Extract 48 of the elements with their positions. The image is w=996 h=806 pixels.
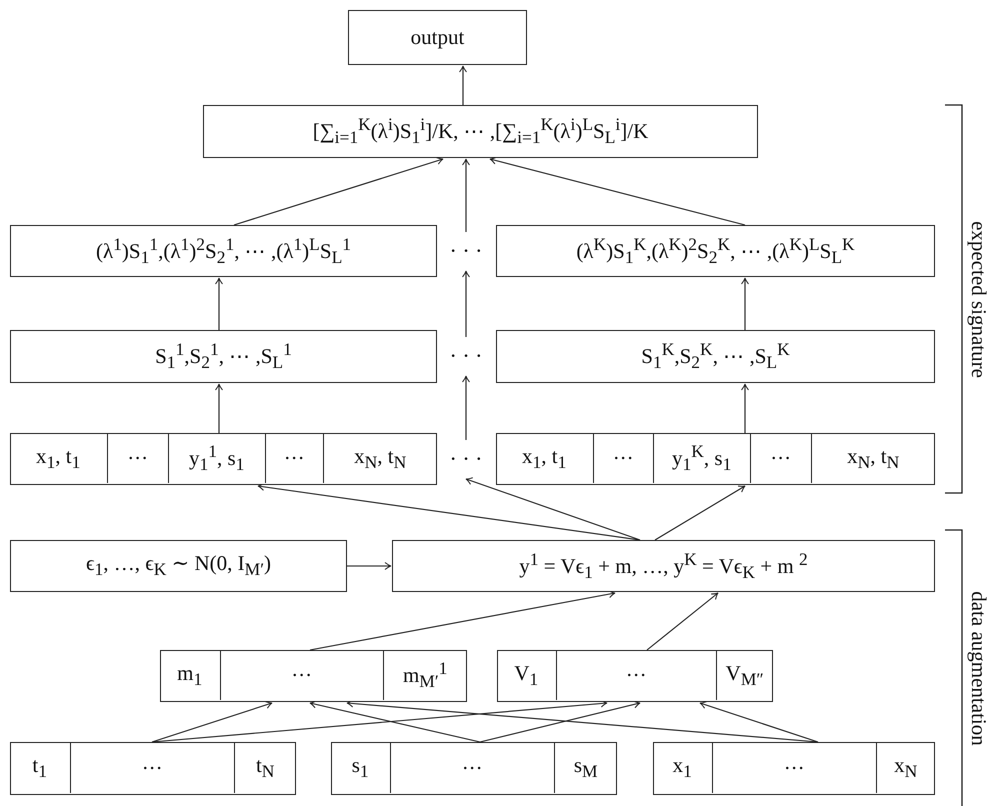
ellipsis: · · · bbox=[450, 344, 482, 368]
formula: x$_{1}$, t$_{1}$ bbox=[36, 444, 80, 472]
process-box bbox=[348, 10, 527, 65]
formula: x$_{N}$ bbox=[894, 754, 918, 782]
formula: ··· bbox=[127, 447, 148, 470]
sequence-box bbox=[10, 742, 296, 795]
formula: [∑$_{i=1}$$^{K}$(λ$^{i}$)S$_{1}$$^{i}$]/K, ⋯ ,[∑$_{i=1}$$^{K}$(λ$^{i}$)$^{L}$S$_{L}$$^{i}$]/K bbox=[312, 115, 648, 148]
formula: ··· bbox=[291, 664, 312, 688]
side-label: expected signature bbox=[965, 220, 990, 378]
formula: ··· bbox=[770, 447, 792, 470]
process-box bbox=[496, 330, 935, 383]
formula: t$_{N}$ bbox=[256, 754, 274, 782]
process-box bbox=[496, 225, 935, 277]
sequence-box bbox=[496, 433, 935, 485]
formula: V$_{M″}$ bbox=[726, 662, 764, 690]
formula: x$_{N}$, t$_{N}$ bbox=[847, 444, 900, 472]
formula: V$_{1}$ bbox=[514, 662, 538, 690]
process-box bbox=[10, 540, 347, 592]
formula: ··· bbox=[612, 447, 634, 470]
formula: ··· bbox=[626, 664, 647, 688]
formula: m$_{1}$ bbox=[177, 662, 202, 690]
formula: ϵ$_{1}$, …, ϵ$_{K}$ ∼ N(0, I$_{M′}$) bbox=[86, 552, 272, 580]
formula: ··· bbox=[284, 447, 305, 470]
formula: x$_{1}$ bbox=[672, 754, 692, 782]
side-label: data augmentation bbox=[965, 590, 990, 746]
process-box bbox=[10, 330, 437, 383]
process-box bbox=[203, 105, 758, 158]
sequence-box bbox=[497, 650, 773, 702]
formula: y$_{1}$$^{1}$, s$_{1}$ bbox=[188, 442, 244, 475]
formula: t$_{1}$ bbox=[32, 754, 47, 782]
sequence-box bbox=[10, 433, 437, 485]
formula: ··· bbox=[462, 756, 483, 780]
formula: s$_{M}$ bbox=[574, 754, 598, 782]
sequence-box bbox=[160, 650, 467, 702]
formula: s$_{1}$ bbox=[352, 754, 369, 782]
process-box bbox=[392, 540, 935, 592]
formula: x$_{N}$, t$_{N}$ bbox=[354, 444, 406, 472]
ellipsis: · · · bbox=[450, 238, 482, 264]
formula: y$_{1}$$^{K}$, s$_{1}$ bbox=[672, 442, 732, 475]
formula: y$^{1}$ = Vϵ$_{1}$ + m, …, y$^{K}$ = Vϵ$_{K}$ + m $^{2}$ bbox=[519, 550, 808, 582]
sequence-box bbox=[331, 742, 617, 795]
formula: ··· bbox=[784, 756, 805, 780]
formula: x$_{1}$, t$_{1}$ bbox=[522, 444, 566, 472]
formula: ··· bbox=[142, 756, 163, 780]
process-box bbox=[10, 225, 437, 277]
formula: output bbox=[410, 26, 464, 50]
sequence-box bbox=[653, 742, 935, 795]
ellipsis: · · · bbox=[450, 446, 482, 472]
